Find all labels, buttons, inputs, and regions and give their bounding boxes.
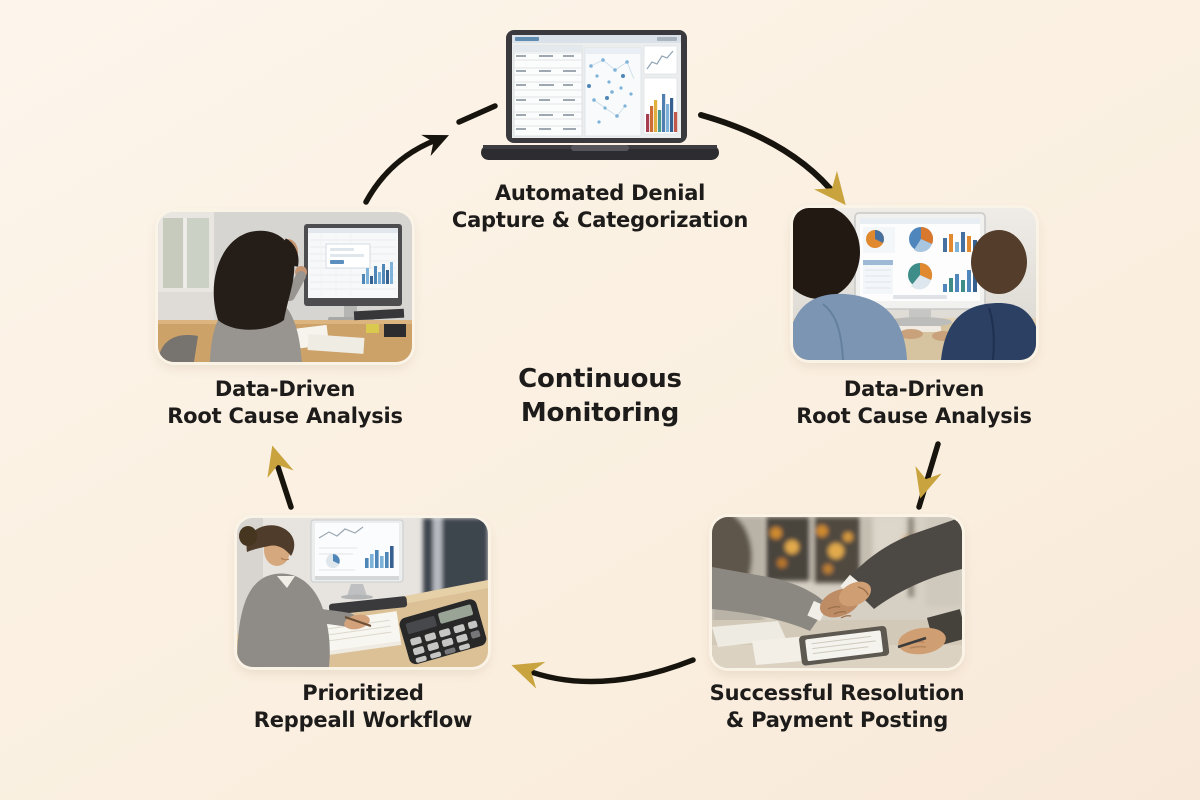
laptop-base (481, 145, 719, 160)
chair (158, 335, 198, 362)
woman-silhouette (237, 525, 330, 667)
label-line: Data-Driven (843, 377, 985, 401)
label-stage-top: Automated Denial Capture & Categorizatio… (390, 180, 810, 234)
arrowhead-black (421, 134, 450, 156)
label-line: Reppeall Workflow (253, 708, 473, 732)
photo-right-analysts (793, 208, 1036, 360)
monitor (304, 224, 402, 321)
man-right-silhouette (941, 230, 1036, 360)
photo-laptop-dashboard (479, 24, 721, 166)
label-stage-bottom-right: Successful Resolution & Payment Posting (662, 680, 1012, 734)
label-line: Data-Driven (214, 377, 356, 401)
two-analysts-monitor-charts-photo (793, 208, 1036, 360)
woman-analyzing-monitor-photo (158, 212, 412, 362)
laptop-screen (506, 30, 687, 143)
label-line: Root Cause Analysis (167, 404, 403, 428)
label-line: Capture & Categorization (451, 208, 749, 232)
woman-desk-calculator-photo (237, 518, 488, 667)
woman-silhouette (210, 230, 307, 362)
pen (344, 616, 372, 627)
center-title-line: Continuous (518, 364, 682, 394)
photo-left-analyst (158, 212, 412, 362)
monitor-stand (909, 309, 931, 320)
photo-bottom-right-handshake (712, 517, 962, 668)
arrow-bottomleft-to-left (267, 445, 294, 510)
center-title-line: Monitoring (520, 398, 680, 428)
arrowhead-gold (267, 445, 294, 479)
calculator (399, 599, 487, 665)
bar-chart (365, 546, 394, 568)
laptop-analytics-dashboard-photo (481, 30, 719, 160)
label-line: Root Cause Analysis (796, 404, 1032, 428)
man-left-silhouette (793, 208, 907, 360)
monitor (310, 519, 404, 600)
arrowhead-gold (915, 465, 942, 499)
arrow-right-to-bottomright (915, 441, 942, 510)
bar-chart (646, 94, 678, 132)
tablet (799, 625, 890, 666)
label-line: & Payment Posting (725, 708, 949, 732)
pen (897, 636, 927, 649)
label-stage-left: Data-Driven Root Cause Analysis (115, 376, 455, 430)
label-line: Automated Denial (494, 181, 706, 205)
bar-chart (362, 262, 393, 284)
photo-bottom-left-workflow (237, 518, 488, 667)
label-line: Successful Resolution (709, 681, 965, 705)
business-handshake-photo (712, 517, 962, 668)
clasped-hands (819, 581, 872, 619)
keyboard (328, 596, 408, 615)
label-stage-right: Data-Driven Root Cause Analysis (744, 376, 1084, 430)
center-title: Continuous Monitoring (440, 362, 760, 430)
monitor (854, 212, 986, 310)
label-stage-bottom-left: Prioritized Reppeall Workflow (193, 680, 533, 734)
label-line: Prioritized (302, 681, 424, 705)
